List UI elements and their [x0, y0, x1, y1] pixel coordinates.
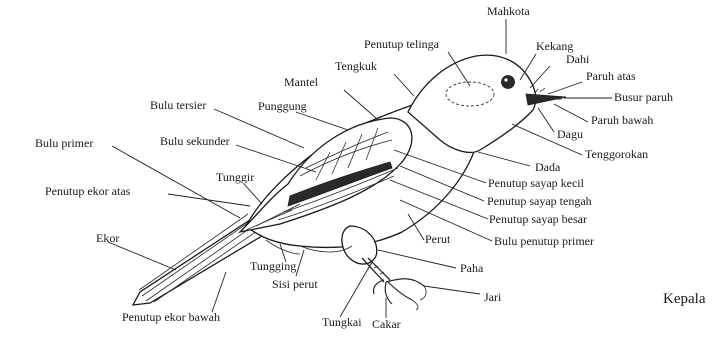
label-paruh-bawah: Paruh bawah [591, 113, 653, 127]
label-dada: Dada [535, 160, 561, 174]
label-busur-paruh: Busur paruh [614, 90, 673, 104]
label-ekor: Ekor [96, 231, 119, 245]
label-tungging: Tungging [250, 259, 296, 273]
label-perut: Perut [425, 232, 451, 246]
label-punggung: Punggung [258, 99, 307, 113]
label-tengkuk: Tengkuk [335, 59, 377, 73]
label-mahkota: Mahkota [487, 4, 530, 18]
label-jari: Jari [484, 290, 502, 304]
label-penutup-sayap-tengah: Penutup sayap tengah [487, 194, 592, 208]
label-penutup-sayap-kecil: Penutup sayap kecil [488, 176, 585, 190]
label-bulu-sekunder: Bulu sekunder [160, 134, 230, 148]
label-mantel: Mantel [284, 75, 319, 89]
label-penutup-telinga: Penutup telinga [364, 37, 440, 51]
label-cakar: Cakar [372, 317, 401, 331]
label-bulu-penutup-primer: Bulu penutup primer [494, 234, 594, 248]
label-dahi: Dahi [566, 52, 590, 66]
label-tungkai: Tungkai [322, 315, 362, 329]
label-paruh-atas: Paruh atas [586, 69, 636, 83]
label-paha: Paha [460, 261, 484, 275]
label-kekang: Kekang [536, 39, 573, 53]
label-bulu-tersier: Bulu tersier [150, 98, 206, 112]
label-penutup-ekor-atas: Penutup ekor atas [45, 184, 131, 198]
label-tenggorokan: Tenggorokan [585, 147, 648, 161]
label-penutup-sayap-besar: Penutup sayap besar [489, 212, 587, 226]
label-dagu: Dagu [557, 127, 583, 141]
side-label-kepala: Kepala [663, 291, 706, 307]
label-sisi-perut: Sisi perut [272, 277, 318, 291]
label-bulu-primer: Bulu primer [35, 136, 93, 150]
bird-leg [362, 258, 426, 310]
bird-eye [502, 76, 515, 89]
label-penutup-ekor-bawah: Penutup ekor bawah [122, 310, 220, 324]
label-tunggir: Tunggir [216, 170, 254, 184]
